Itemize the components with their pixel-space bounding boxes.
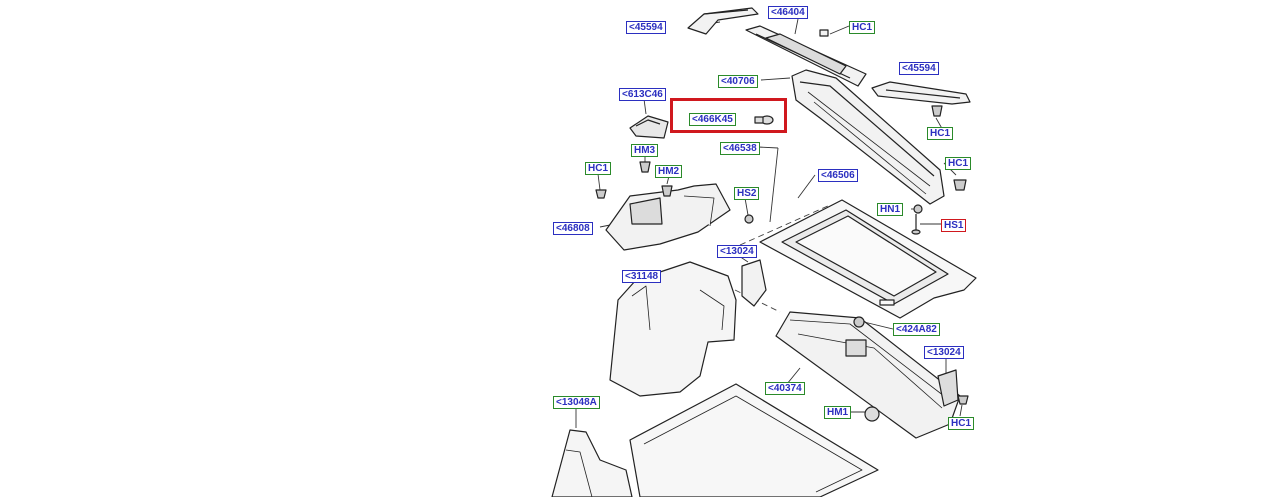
screw-hs1 — [911, 214, 921, 235]
header-trim-46404 — [745, 25, 867, 87]
scuff-plate-40374 — [775, 311, 961, 439]
cover-613c46 — [629, 115, 669, 139]
clip-466k45 — [754, 115, 774, 125]
callout-40374[interactable]: <40374 — [765, 382, 805, 395]
selected-part-highlight — [670, 98, 787, 133]
fastener-hm2 — [661, 185, 673, 197]
clip-hc1-bottom — [957, 395, 969, 405]
load-floor-mat — [629, 383, 879, 497]
callout-46506[interactable]: <46506 — [818, 169, 858, 182]
parcel-shelf-46506 — [759, 199, 977, 319]
callout-424a82[interactable]: <424A82 — [893, 323, 940, 336]
callout-46404[interactable]: <46404 — [768, 6, 808, 19]
callout-13048a[interactable]: <13048A — [553, 396, 600, 409]
callout-45594-top[interactable]: <45594 — [626, 21, 666, 34]
clip-hc1-left — [595, 189, 607, 199]
fastener-hm3 — [639, 161, 651, 173]
callout-40706[interactable]: <40706 — [718, 75, 758, 88]
callout-hm3[interactable]: HM3 — [631, 144, 659, 157]
screw-hs2 — [744, 214, 754, 224]
callout-45594-right[interactable]: <45594 — [899, 62, 939, 75]
callout-13024-right[interactable]: <13024 — [924, 346, 964, 359]
clip-424a82 — [853, 316, 865, 328]
callout-46808[interactable]: <46808 — [553, 222, 593, 235]
nut-hn1 — [913, 204, 923, 214]
callout-hn1[interactable]: HN1 — [877, 203, 904, 216]
callout-hc1-right-mid[interactable]: HC1 — [945, 157, 972, 170]
shelf-panel-40706 — [791, 69, 945, 205]
trim-piece-45594-right — [871, 81, 971, 105]
callout-hc1-left[interactable]: HC1 — [585, 162, 612, 175]
bracket-13024-mid — [741, 259, 767, 307]
callout-hc1-top[interactable]: HC1 — [849, 21, 876, 34]
callout-46538[interactable]: <46538 — [720, 142, 760, 155]
callout-31148[interactable]: <31148 — [622, 270, 662, 283]
clip-hc1-mid — [953, 179, 967, 191]
callout-466k45[interactable]: <466K45 — [689, 113, 736, 126]
callout-13024-mid[interactable]: <13024 — [717, 245, 757, 258]
callout-hc1-right-upper[interactable]: HC1 — [927, 127, 954, 140]
trim-piece-45594-left — [687, 7, 759, 35]
callout-hs1[interactable]: HS1 — [941, 219, 967, 232]
side-trim-46808 — [605, 183, 731, 251]
callout-hm2[interactable]: HM2 — [655, 165, 683, 178]
fastener-hm1 — [864, 406, 880, 422]
callout-hm1[interactable]: HM1 — [824, 406, 852, 419]
callout-hc1-bottom[interactable]: HC1 — [948, 417, 975, 430]
callout-613c46[interactable]: <613C46 — [619, 88, 666, 101]
bracket-13024-right — [937, 369, 959, 407]
callout-hs2[interactable]: HS2 — [734, 187, 760, 200]
trim-panel-13048a — [551, 429, 633, 497]
side-panel-31148 — [609, 261, 737, 397]
clip-hc1-upper — [931, 105, 943, 117]
